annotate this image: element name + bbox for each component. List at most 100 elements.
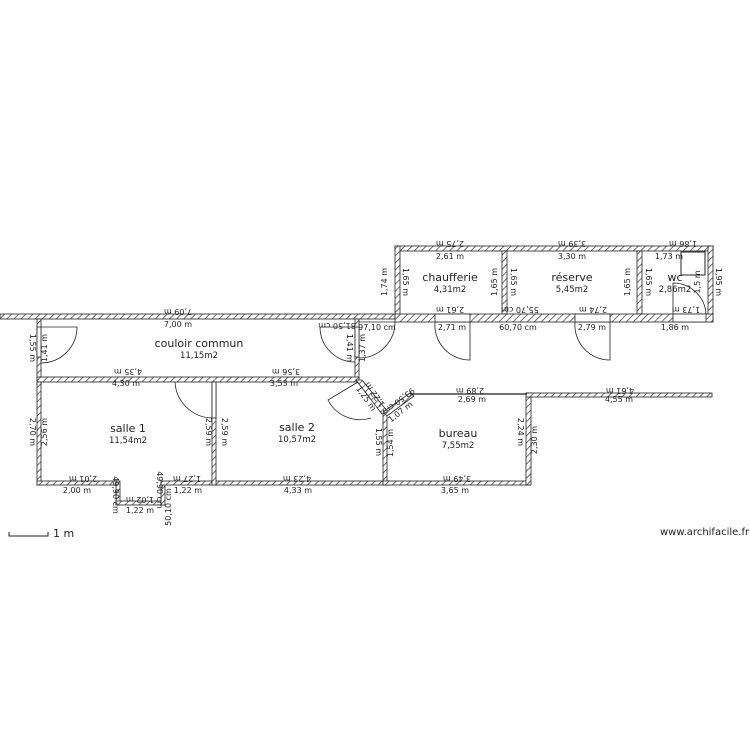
door-opening-couloir-right — [354, 326, 360, 358]
dim-bureau-bottom-out: 3,65 m — [441, 486, 469, 495]
dim-salle2-bottom-out: 4,33 m — [284, 486, 312, 495]
wall-chaufferie-reserve — [501, 250, 508, 315]
dim-couloir-right-in: 1,41 m — [345, 334, 354, 362]
dim-chaufferie-bottom-out: 2,71 m — [438, 323, 466, 332]
dim-bureau-top-out: 2,89 m — [456, 386, 484, 395]
room-name-reserve: réserve — [551, 271, 593, 284]
dim-wc-right-in: 1,5 m — [693, 270, 702, 293]
dim-salle1-left-out: 2,70 m — [28, 418, 37, 446]
dim-bureau-top-in: 2,69 m — [458, 395, 486, 404]
dim-wc-bottom-out: 1,86 m — [661, 323, 689, 332]
door-swing-reserve — [574, 321, 611, 361]
dim-salle1-right-in: 2,59 m — [204, 418, 213, 446]
dim-salle1-right-bottom-out: 1,22 m — [174, 486, 202, 495]
dim-couloir-corner-a: 81,50 cm — [318, 321, 356, 330]
dim-couloir-right-out: 1,37 m — [358, 334, 367, 362]
dim-bureau-bottom-in: 3,49 m — [443, 474, 471, 483]
door-swing-salle1 — [174, 381, 213, 419]
room-name-salle1: salle 1 — [110, 422, 146, 435]
dim-couloir-corner-b: 97,10 cm — [358, 323, 396, 332]
dim-reserve-bottom-out: 2,79 m — [578, 323, 606, 332]
dim-salle1-right-bottom-in: 1,27 m — [173, 474, 201, 483]
dim-wc-top-in: 1,73 m — [655, 252, 683, 261]
dim-chaufferie-top-in: 2,61 m — [436, 252, 464, 261]
dim-chaufferie-right-in: 1,65 m — [490, 268, 499, 296]
dim-wc-bottom-in: 1,73 m — [672, 305, 700, 314]
wall-exterior-right — [525, 392, 713, 398]
door-opening-wc — [672, 313, 707, 323]
room-area-salle2: 10,57m2 — [278, 435, 316, 445]
dim-salle1-notch-right-out: 50,10 cm — [164, 488, 173, 526]
dim-bureau-right-out: 2,30 m — [530, 426, 539, 454]
dim-salle1-bottom-out: 2,00 m — [63, 486, 91, 495]
dim-reserve-top-out: 3,39 m — [558, 239, 586, 248]
door-opening-reserve — [574, 313, 611, 323]
dim-salle1-notch-left: 49,90 cm — [111, 476, 120, 514]
room-area-wc: 2,86m2 — [659, 285, 692, 295]
dim-wc-right-out: 1,95 m — [714, 268, 723, 296]
dim-wc-top-out: 1,86 m — [669, 239, 697, 248]
room-name-bureau: bureau — [439, 427, 478, 440]
dim-chaufferie-left-in: 1,65 m — [401, 268, 410, 296]
wall-exterior-top-left — [0, 313, 396, 320]
scale-label: 1 m — [53, 527, 75, 540]
wall-couloir-bottom — [36, 376, 360, 383]
door-swing-chaufferie — [434, 321, 471, 361]
door-swing-wc — [672, 282, 707, 315]
wall-upper-bottom — [394, 313, 714, 323]
dim-salle1-left-in: 2,56 m — [40, 418, 49, 446]
dim-exterior-right-in: 4,61 m — [606, 386, 634, 395]
dim-wc-left-in: 1,65 m — [644, 268, 653, 296]
room-name-couloir: couloir commun — [155, 337, 244, 350]
dim-couloir-left-out: 1,55 m — [28, 334, 37, 362]
dim-couloir-bottom-a-out: 4,30 m — [112, 379, 140, 388]
dim-couloir-bottom-b-in: 3,56 m — [272, 367, 300, 376]
dim-couloir-bottom-b-out: 3,53 m — [270, 379, 298, 388]
wall-bureau-diagonal — [382, 392, 415, 417]
dim-salle1-notch-right: 49,90 cm — [155, 471, 164, 509]
dim-chaufferie-bottom-in: 2,61 m — [436, 305, 464, 314]
walls — [0, 245, 714, 506]
dim-salle1-notch-bottom-out: 1,22 m — [126, 506, 154, 515]
door-swing-couloir-left — [40, 326, 78, 364]
door-swing-couloir-inner-right — [319, 326, 356, 363]
dim-reserve-left-in: 1,65 m — [509, 268, 518, 296]
dim-salle2-left-in: 2,59 m — [220, 418, 229, 446]
door-opening-couloir-left — [36, 326, 42, 358]
dim-reserve-bottom-in: 2,74 m — [579, 305, 607, 314]
dim-salle1-notch-bottom-in: 1,02 m — [126, 495, 154, 504]
dim-couloir-top-in: 7,00 m — [164, 320, 192, 329]
dim-reserve-bottom-gap: 55,70 cm — [501, 305, 539, 314]
door-swing-couloir-outer-right — [358, 321, 396, 359]
door-swing-salle2 — [327, 381, 372, 421]
dim-bureau-right-in: 2,24 m — [516, 418, 525, 446]
dim-chaufferie-left-out: 1,74 m — [380, 268, 389, 296]
room-area-salle1: 11,54m2 — [109, 436, 147, 446]
room-name-wc: wc — [667, 271, 682, 284]
room-area-couloir: 11,15m2 — [180, 351, 218, 361]
room-name-chaufferie: chaufferie — [422, 271, 478, 284]
dim-couloir-top-out: 7,09 m — [164, 307, 192, 316]
wc-fixture — [680, 251, 706, 276]
wall-reserve-wc — [636, 250, 643, 315]
watermark-link[interactable]: www.archifacile.fr — [660, 527, 750, 538]
dim-couloir-left-in: 1,41 m — [40, 334, 49, 362]
wall-chaufferie-left — [394, 245, 401, 320]
dim-reserve-top-in: 3,30 m — [558, 252, 586, 261]
dim-reserve-right-in: 1,65 m — [623, 268, 632, 296]
dim-salle2-bottom-in: 4,23 m — [283, 474, 311, 483]
dim-exterior-right-out: 4,55 m — [605, 395, 633, 404]
dim-couloir-bottom-a-in: 4,35 m — [114, 367, 142, 376]
room-area-bureau: 7,55m2 — [442, 441, 475, 451]
scale-bar — [8, 532, 49, 537]
wall-wc-right — [707, 245, 714, 323]
door-opening-chaufferie — [434, 313, 471, 323]
room-area-reserve: 5,45m2 — [556, 285, 589, 295]
room-area-chaufferie: 4,31m2 — [434, 285, 467, 295]
room-name-salle2: salle 2 — [279, 421, 315, 434]
dim-salle1-bottom-in: 2,01 m — [69, 474, 97, 483]
dim-reserve-bottom-gap-out: 60,70 cm — [499, 323, 537, 332]
dim-salle2-right-in: 1,55 m — [374, 428, 383, 456]
dim-bureau-left-in: 1,54 m — [386, 429, 395, 457]
